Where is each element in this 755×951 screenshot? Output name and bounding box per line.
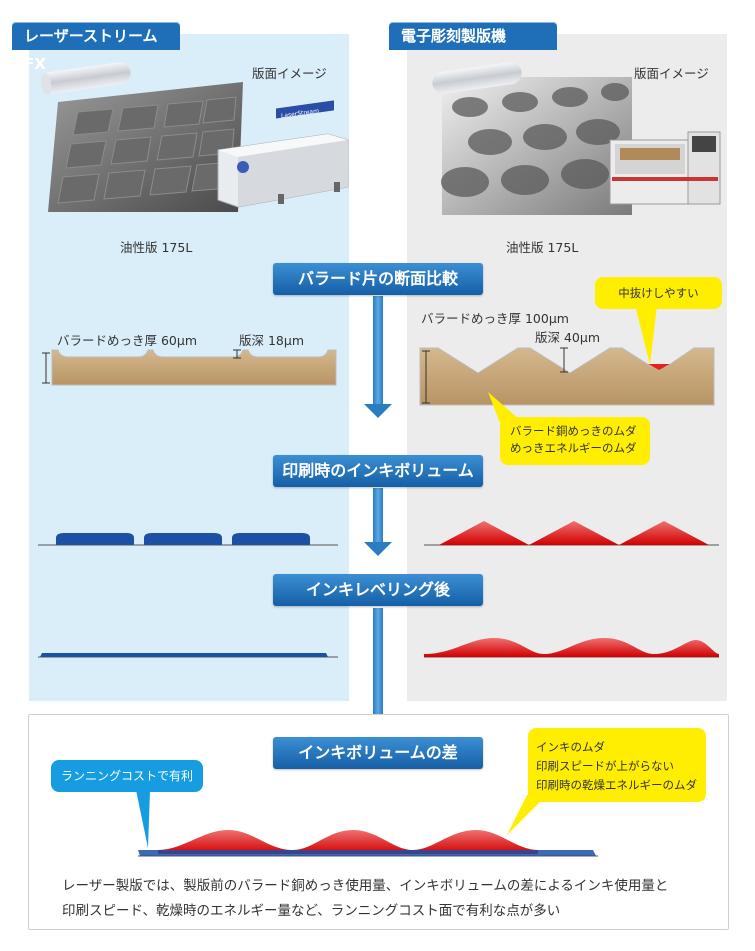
laser-plating-label: バラードめっき厚 60μm [57,333,198,348]
callout-waste-line-1: バラード銅めっきのムダ [510,424,637,438]
laser-plate-image: LaserStream [40,62,349,212]
callout-ink-waste-line-1: インキのムダ [536,740,605,754]
arrow-head-1 [364,404,392,418]
engrave-image-caption: 版面イメージ [634,66,709,81]
callout-top-tail [635,305,657,365]
summary-line-1: レーザー製版では、製版前のバラード銅めっき使用量、インキボリュームの差によるイン… [62,878,669,894]
engrave-depth-label: 版深 40μm [535,330,601,345]
engrave-header: 電子彫刻製版機 [389,22,557,50]
laser-header: レーザーストリームFX [12,22,180,73]
engrave-plating-label: バラードめっき厚 100μm [421,311,569,326]
engrave-cross-section [419,347,715,406]
step-cross-section: バラード片の断面比較 [273,263,483,295]
callout-waste-line-2: めっきエネルギーのムダ [510,441,637,455]
laser-leveled-ink [38,653,338,658]
callout-ink-waste-line-2: 印刷スピードが上がらない [536,759,674,773]
summary-line-2: 印刷スピード、乾燥時のエネルギー量など、ランニングコスト面で有利な点が多い [62,903,561,919]
yellow-callout-tail [507,795,547,835]
laser-ink-volume [38,533,338,546]
step-leveling: インキレベリング後 [273,574,483,606]
laser-image-caption: 版面イメージ [252,66,327,81]
step-difference: インキボリュームの差 [273,737,483,769]
laser-depth-label: 版深 18μm [239,333,305,348]
arrow-shaft-1 [373,296,383,408]
engrave-plate-image [432,62,721,215]
laser-plate-label: 油性版 175L [120,240,193,255]
blue-callout-tail [136,790,150,848]
laser-cross-section [42,349,337,386]
callout-running-cost: ランニングコストで有利 [51,760,203,792]
engrave-plate-label: 油性版 175L [506,240,579,255]
arrow-shaft-3 [373,608,383,720]
ink-difference-overlay [138,830,598,857]
arrow-head-2 [364,542,392,556]
engrave-leveled-ink [424,638,719,658]
callout-hollow-dots: 中抜けしやすい [595,277,722,309]
step-ink-volume: 印刷時のインキボリューム [273,455,483,487]
callout-ink-waste: インキのムダ 印刷スピードが上がらない 印刷時の乾燥エネルギーのムダ [528,728,706,802]
engrave-ink-volume [424,521,719,546]
callout-waste: バラード銅めっきのムダ めっきエネルギーのムダ [500,417,650,465]
callout-ink-waste-line-3: 印刷時の乾燥エネルギーのムダ [536,778,697,792]
arrow-shaft-2 [373,488,383,544]
